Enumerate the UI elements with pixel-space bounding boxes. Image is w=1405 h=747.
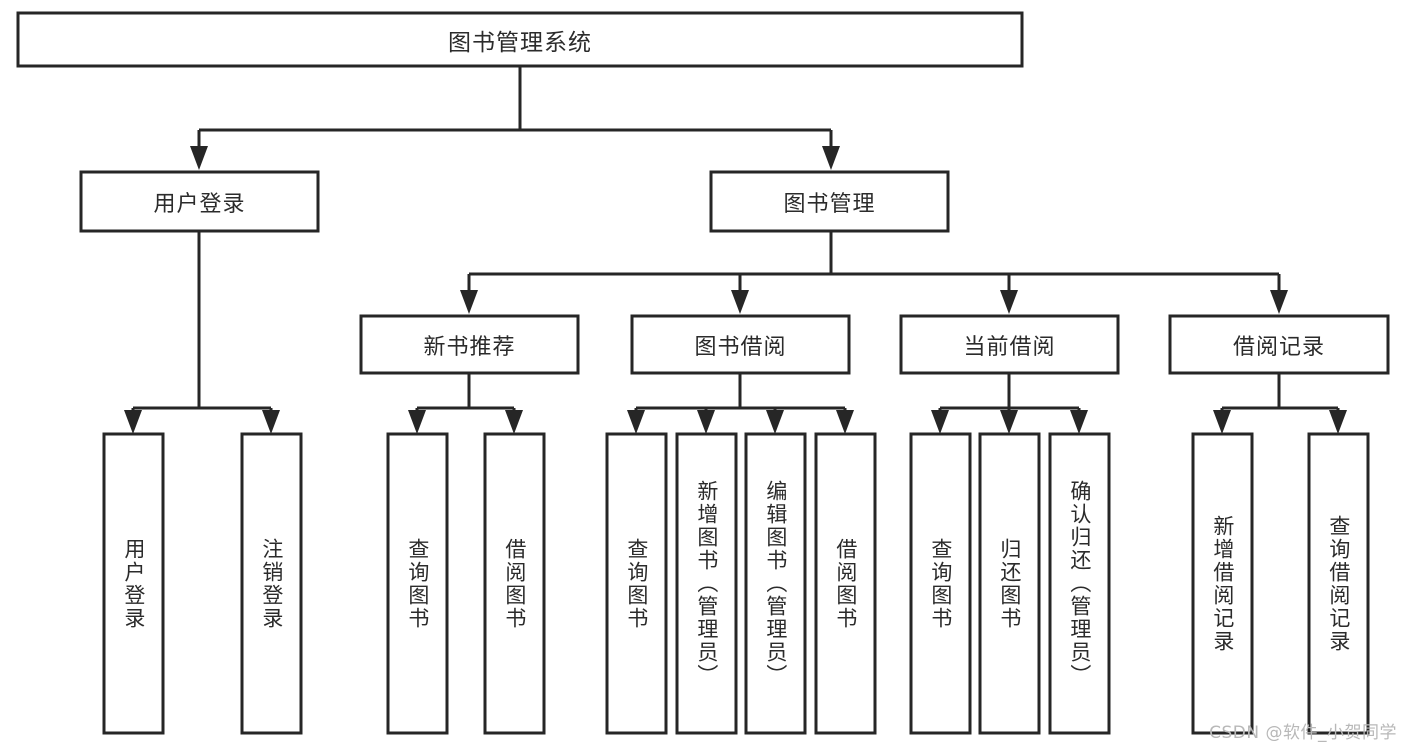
node-box-leaf-edit-book[interactable] [744,432,807,735]
node-box-root[interactable] [16,11,1024,68]
node-box-leaf-logout-login[interactable] [240,432,303,735]
node-box-leaf-return-book[interactable] [978,432,1041,735]
node-box-leaf-add-record[interactable] [1191,432,1254,735]
node-box-book-borrow[interactable] [630,314,851,375]
arrow-to-leaf-add-book [697,410,715,434]
node-box-leaf-query-record[interactable] [1307,432,1370,735]
node-box-leaf-borrow-book-1[interactable] [483,432,546,735]
arrow-to-leaf-add-record [1213,410,1231,434]
connector-root-to-level2 [190,66,840,170]
node-box-current-borrow[interactable] [899,314,1120,375]
arrow-to-leaf-query-record [1329,410,1347,434]
arrow-to-leaf-borrow-book-1 [505,410,523,434]
node-box-borrow-record[interactable] [1168,314,1390,375]
arrow-to-leaf-return-book [1000,410,1018,434]
arrow-to-borrow-record [1270,290,1288,314]
node-box-leaf-borrow-book-2[interactable] [814,432,877,735]
arrow-to-user-login [190,146,208,170]
arrow-to-leaf-query-book-2 [627,410,645,434]
node-box-leaf-query-book-2[interactable] [605,432,668,735]
node-box-leaf-confirm-return[interactable] [1048,432,1111,735]
watermark-text: CSDN @软件_小贺同学 [1209,723,1397,743]
node-box-user-login[interactable] [79,170,320,233]
connector-book-manage-to-level3 [460,231,1288,314]
node-box-book-manage[interactable] [709,170,950,233]
arrow-to-book-manage [822,146,840,170]
arrow-to-leaf-confirm-return [1070,410,1088,434]
arrow-to-leaf-query-book-3 [931,410,949,434]
arrow-to-book-borrow [731,290,749,314]
node-box-new-book-recommend[interactable] [359,314,580,375]
node-box-leaf-add-book[interactable] [675,432,738,735]
arrow-to-leaf-edit-book [766,410,784,434]
arrow-to-leaf-query-book-1 [408,410,426,434]
arrow-to-leaf-logout-login [262,410,280,434]
connector-book-borrow-to-leaves [627,373,854,434]
connector-borrow-record-to-leaves [1213,373,1347,434]
arrow-to-leaf-user-login [124,410,142,434]
node-box-leaf-query-book-1[interactable] [386,432,449,735]
arrow-to-current-borrow [1000,290,1018,314]
arrow-to-new-book-recommend [460,290,478,314]
connector-current-borrow-to-leaves [931,373,1088,434]
node-box-leaf-query-book-3[interactable] [909,432,972,735]
node-box-leaf-user-login[interactable] [102,432,165,735]
connector-new-book-recommend-to-leaves [408,373,523,434]
arrow-to-leaf-borrow-book-2 [836,410,854,434]
connector-user-login-to-leaves [124,231,280,434]
